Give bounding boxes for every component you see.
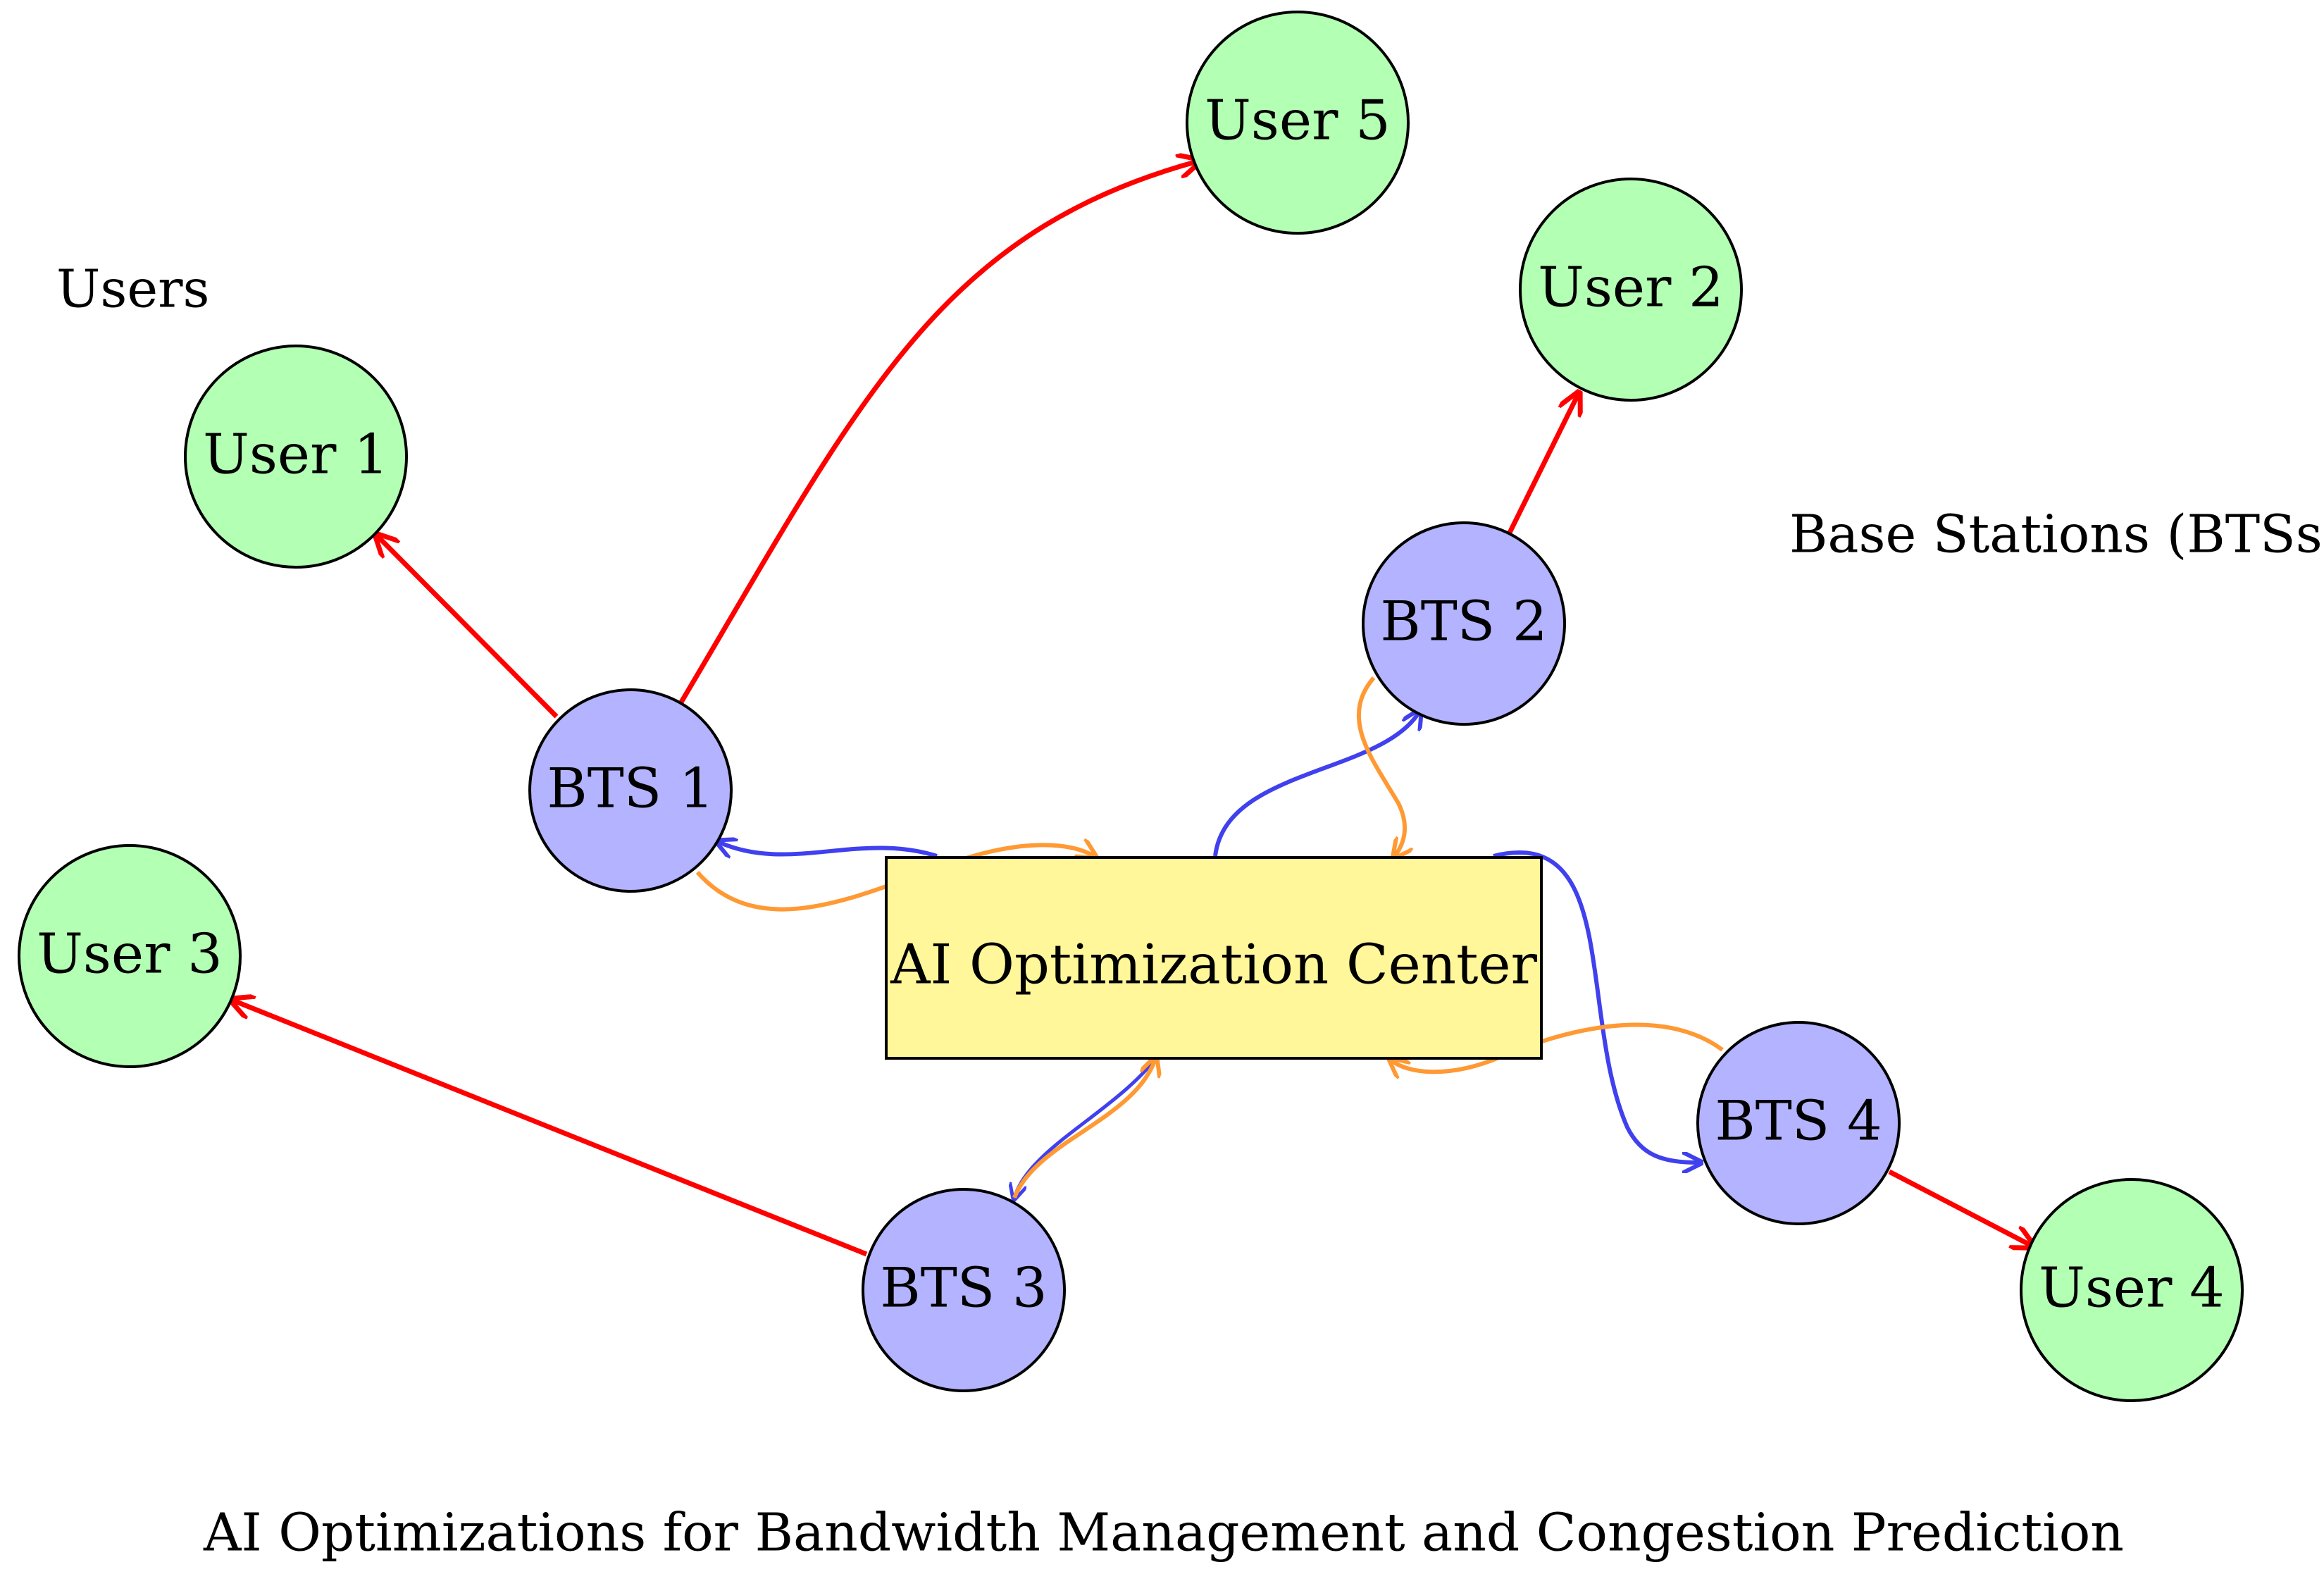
link-bts4-user4: [1888, 1169, 2032, 1246]
base-stations-group-label: Base Stations (BTSs): [1789, 504, 2324, 564]
link-bts1-user1: [378, 536, 559, 719]
bts-label: BTS 3: [880, 1257, 1047, 1320]
link-bts3-user3: [233, 1000, 868, 1257]
user-node-5: User 5: [1186, 11, 1410, 235]
link-center-bts1: [719, 842, 938, 856]
user-label: User 1: [203, 423, 389, 487]
user-label: User 2: [1538, 256, 1724, 320]
bts-node-4: BTS 4: [1696, 1021, 1901, 1225]
link-bts2-center: [1357, 676, 1405, 856]
user-node-4: User 4: [2020, 1178, 2244, 1402]
users-group-label: Users: [56, 259, 209, 319]
link-bts2-user2: [1507, 395, 1578, 534]
bts-label: BTS 4: [1715, 1090, 1882, 1153]
user-label: User 5: [1205, 89, 1391, 153]
user-node-1: User 1: [184, 345, 408, 569]
user-label: User 3: [37, 923, 223, 986]
bts-label: BTS 2: [1380, 590, 1547, 654]
bts-node-2: BTS 2: [1362, 521, 1566, 726]
user-node-3: User 3: [18, 844, 242, 1068]
link-bts1-user5: [677, 161, 1198, 706]
user-label: User 4: [2039, 1257, 2225, 1320]
bts-label: BTS 1: [547, 757, 714, 821]
user-node-2: User 2: [1519, 178, 1743, 402]
bts-node-3: BTS 3: [862, 1188, 1066, 1392]
link-center-bts2: [1213, 712, 1419, 857]
ai-optimization-center: AI Optimization Center: [885, 856, 1543, 1060]
diagram-caption: AI Optimizations for Bandwidth Managemen…: [203, 1502, 2124, 1563]
center-label: AI Optimization Center: [890, 934, 1537, 997]
bts-node-1: BTS 1: [528, 688, 733, 893]
link-center-bts4: [1493, 850, 1699, 1163]
link-bts3-center: [1012, 1059, 1155, 1199]
